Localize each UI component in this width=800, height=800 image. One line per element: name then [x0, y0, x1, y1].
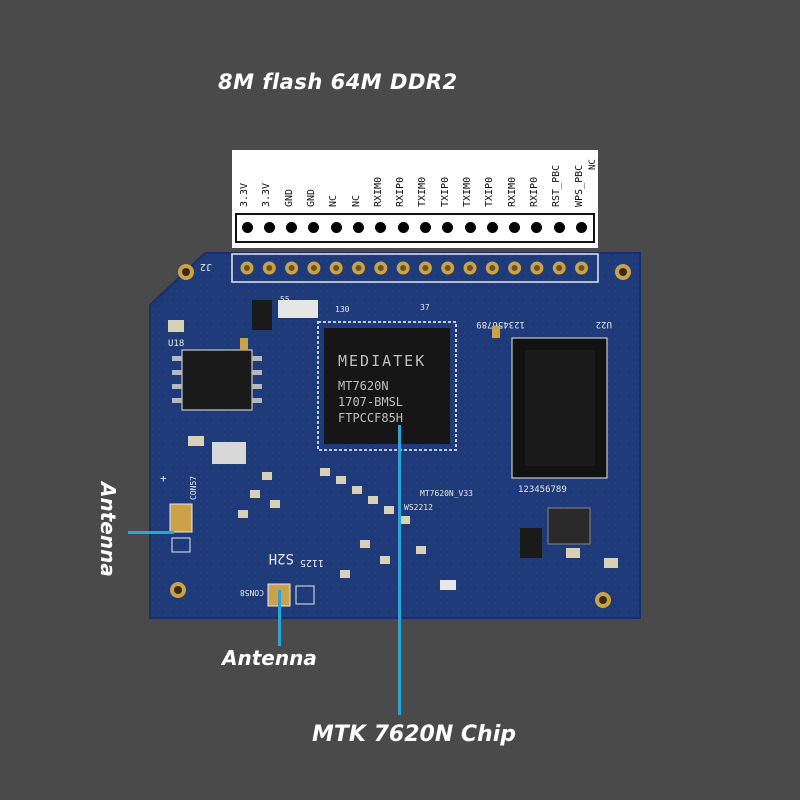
label-130: 130	[335, 305, 350, 314]
mt7620n-v33-label: MT7620N_V33	[420, 489, 473, 498]
pin-dot	[531, 222, 543, 233]
u22-label: U22	[596, 319, 612, 329]
pin-dot	[576, 222, 587, 233]
chip-annotation: MTK 7620N Chip	[312, 722, 517, 747]
header-pad-hole	[511, 265, 518, 271]
j2-label: J2	[200, 261, 212, 272]
pin-dot	[419, 222, 431, 233]
header-pad-hole	[578, 265, 585, 271]
chip-line2: 1707-BMSL	[338, 395, 403, 409]
header-pad-hole	[266, 265, 273, 271]
header-pad-hole	[467, 265, 473, 271]
soc-chip	[317, 321, 457, 451]
pin-dot	[442, 222, 454, 233]
ic25-label: 1125	[300, 557, 324, 568]
con57-label: CON57	[189, 476, 198, 500]
pin-dot	[509, 222, 521, 233]
plus-mark: +	[160, 472, 167, 485]
page-title: 8M flash 64M DDR2	[218, 70, 458, 94]
chip-line3: FTPCCF85H	[338, 411, 403, 425]
header-pad-hole	[244, 265, 250, 271]
pin-dot	[263, 222, 275, 233]
ws2212-label: WS2212	[404, 503, 433, 512]
pin-dot	[486, 222, 498, 233]
label-55: 55	[280, 295, 290, 304]
antenna-left-annotation: Antenna	[96, 482, 120, 577]
callout-line-chip-v	[398, 425, 401, 715]
antenna-connector-left	[169, 503, 193, 553]
header-pad-hole	[556, 265, 563, 271]
pin-dot	[375, 222, 387, 233]
callout-line-bottom-v	[278, 590, 281, 646]
mem-pins-top: 123456789	[476, 319, 525, 329]
header-pad-hole	[288, 265, 295, 271]
flash-chip	[172, 349, 262, 411]
s2h-label: S2H	[269, 550, 294, 566]
header-pad-hole	[377, 265, 384, 271]
header-pad-hole	[533, 265, 540, 271]
antenna-bottom-annotation: Antenna	[222, 646, 317, 670]
pin-dot	[286, 222, 298, 233]
header-pad-hole	[489, 265, 496, 271]
mounting-holes	[170, 264, 631, 608]
pin-dot	[553, 222, 565, 233]
header-pad-hole	[444, 265, 451, 271]
header-pad-hole	[310, 265, 317, 271]
header-pad-hole	[333, 265, 340, 271]
pin-dot	[330, 222, 342, 233]
pin-dot	[464, 222, 476, 233]
mem-pins-bottom: 123456789	[518, 485, 567, 495]
ddr2-chip	[511, 337, 608, 479]
pin-dot	[353, 222, 364, 233]
con58-label: CON58	[240, 588, 264, 597]
header-pad-hole	[422, 265, 429, 271]
pin-dot	[308, 222, 320, 233]
label-37: 37	[420, 303, 430, 312]
transistors	[252, 300, 591, 558]
passive-components	[168, 300, 618, 590]
header-pad-hole	[355, 265, 362, 271]
u18-label: U18	[168, 339, 184, 349]
header-pad-hole	[400, 265, 407, 271]
chip-brand: MEDIATEK	[338, 352, 426, 370]
callout-line-left-h	[128, 531, 174, 534]
pin-strip	[235, 213, 595, 243]
header-silkscreen	[231, 253, 599, 283]
pin-dot	[241, 222, 253, 233]
header-pads	[240, 261, 588, 275]
chip-model: MT7620N	[338, 379, 389, 393]
pin-dot	[397, 222, 409, 233]
